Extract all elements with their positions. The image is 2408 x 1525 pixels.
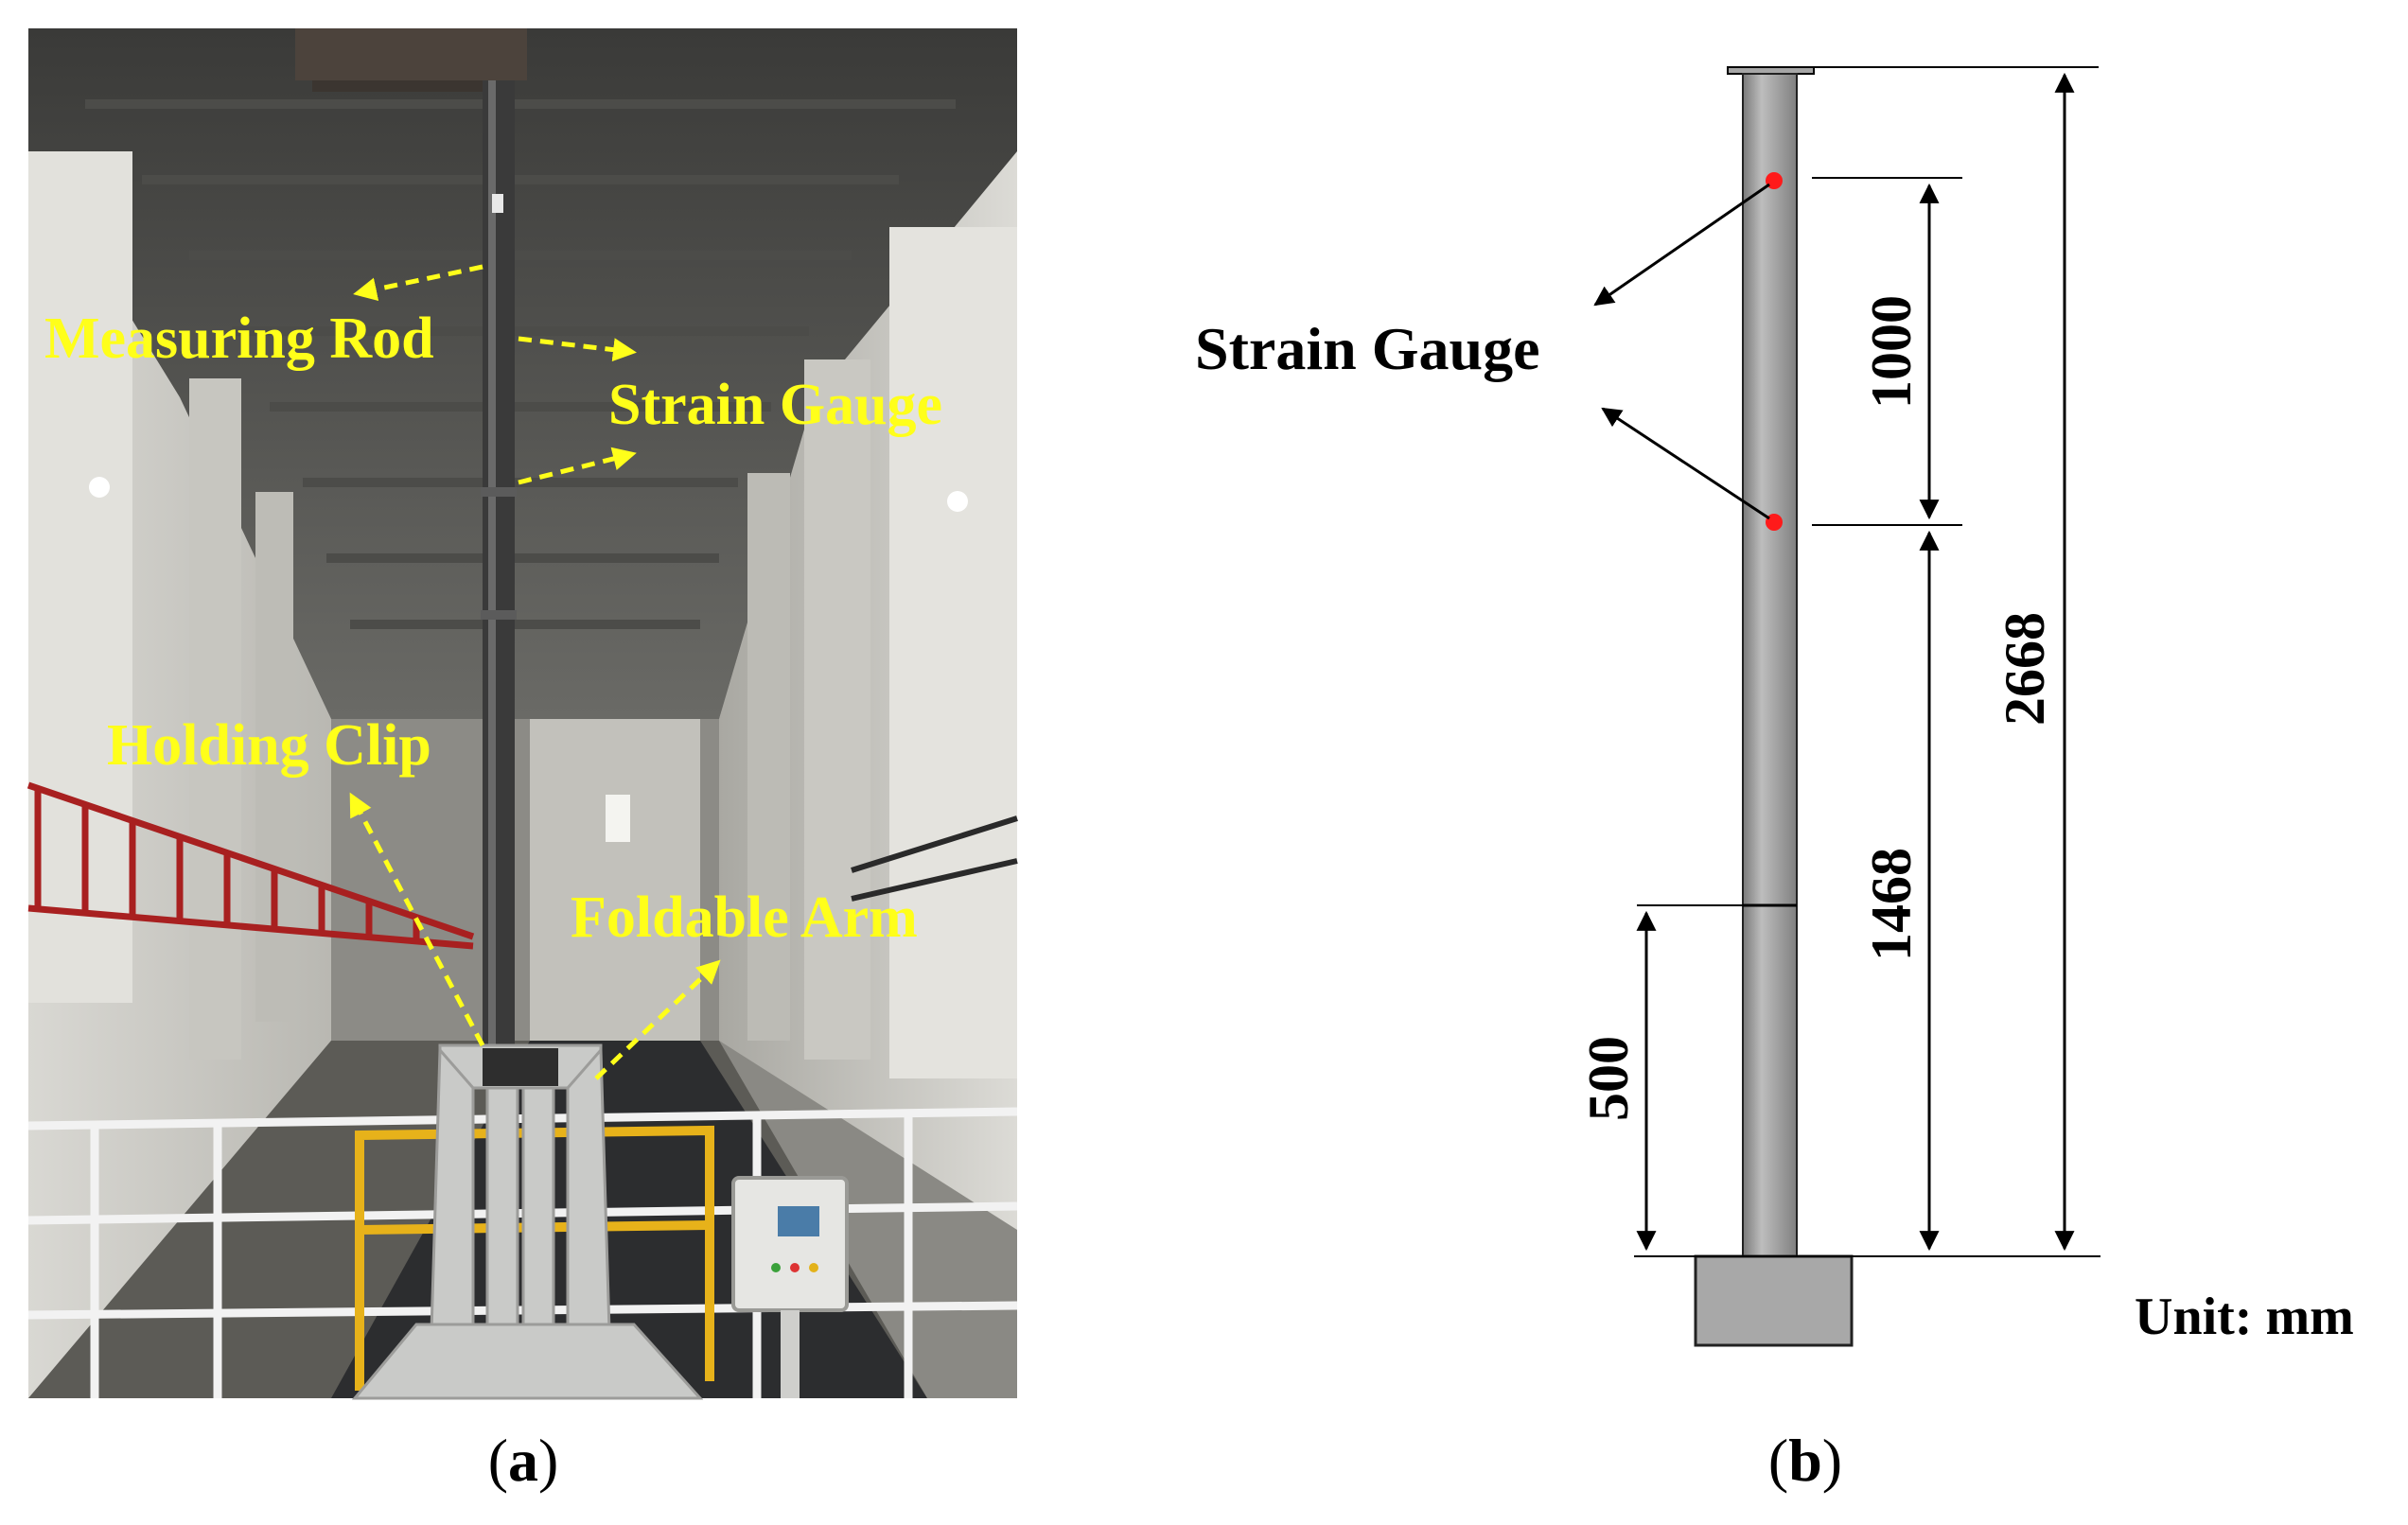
arrow-strain-gauge-lower bbox=[518, 447, 637, 485]
photo-panel: Measuring Rod Strain Gauge Holding Clip … bbox=[26, 28, 1018, 1400]
caption-a: (a) bbox=[488, 1427, 559, 1494]
strain-gauge-dot-upper bbox=[1766, 172, 1783, 189]
label-strain-gauge-photo: Strain Gauge bbox=[608, 373, 942, 437]
arrow-foldable-arm bbox=[594, 959, 721, 1080]
rod-base bbox=[1694, 1254, 1854, 1347]
strain-gauge-dot-lower bbox=[1766, 514, 1783, 531]
arrow-strain-gauge-lower-b bbox=[1601, 407, 1770, 520]
label-measuring-rod: Measuring Rod bbox=[44, 307, 434, 371]
schematic-panel: 1000 1468 2668 500 Strain Gauge Unit: mm bbox=[1195, 66, 2354, 1347]
label-foldable-arm: Foldable Arm bbox=[571, 885, 918, 950]
dim-label-lower-gauge-height: 1468 bbox=[1860, 848, 1923, 961]
measuring-rod-drawing bbox=[1742, 73, 1798, 1257]
dim-label-total-height: 2668 bbox=[1994, 612, 2056, 726]
dim-label-gauge-spacing: 1000 bbox=[1860, 295, 1923, 409]
label-strain-gauge-drawing: Strain Gauge bbox=[1195, 315, 1539, 382]
arrow-holding-clip bbox=[349, 792, 485, 1047]
arrow-strain-gauge-upper-b bbox=[1593, 183, 1770, 307]
caption-b: (b) bbox=[1768, 1427, 1842, 1494]
label-unit: Unit: mm bbox=[2135, 1288, 2354, 1346]
arrow-strain-gauge-upper bbox=[518, 336, 637, 362]
dim-label-lower-segment: 500 bbox=[1577, 1036, 1640, 1121]
rod-top-cap bbox=[1727, 66, 1815, 75]
label-holding-clip: Holding Clip bbox=[107, 713, 431, 778]
